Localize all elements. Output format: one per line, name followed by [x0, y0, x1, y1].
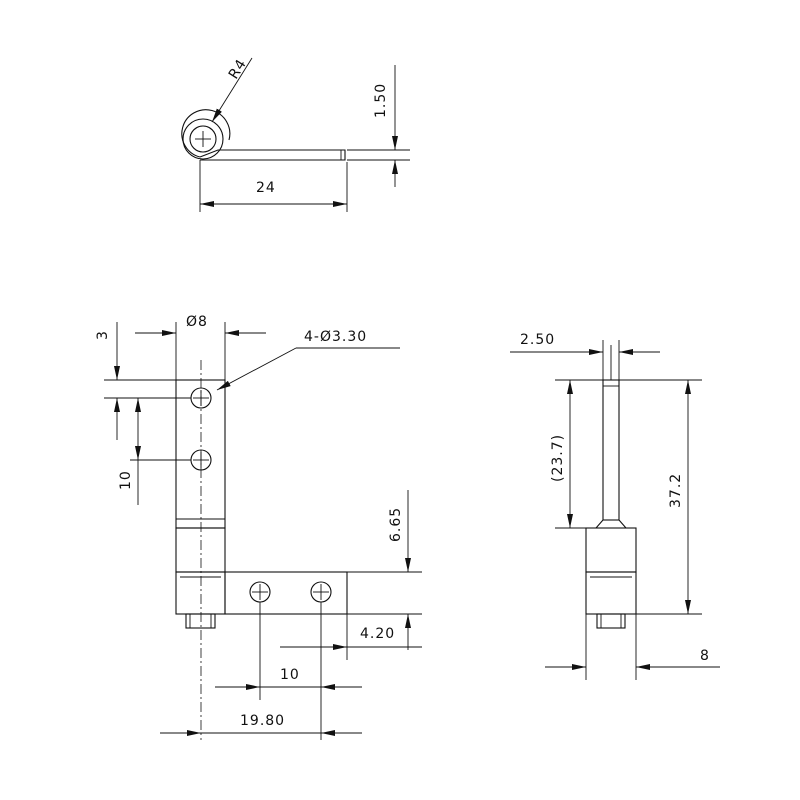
side-body — [585, 527, 637, 573]
body-width-label: 8 — [700, 648, 710, 664]
side-view: 2.50 (23.7) 37.2 8 — [510, 332, 720, 680]
vertical-leaf — [175, 379, 226, 529]
pin-stub — [185, 613, 216, 629]
leaf-height-label: 6.65 — [388, 507, 404, 542]
pin-stub-label: 4.20 — [360, 626, 395, 642]
leaf-offset-label: 19.80 — [240, 713, 285, 729]
leaf-thickness-label: 2.50 — [520, 332, 555, 348]
side-leaf — [602, 379, 620, 521]
radius-label: R4 — [226, 56, 251, 82]
thickness-label: 1.50 — [373, 83, 389, 118]
pin-circle — [189, 125, 217, 153]
top-offset-label: 3 — [95, 330, 111, 340]
knuckle-outline — [181, 109, 231, 158]
vertical-pitch-label: 10 — [118, 470, 134, 490]
front-view: Ø8 4-Ø3.30 3 10 6.65 4.20 10 — [95, 314, 422, 740]
pin-diameter-label: Ø8 — [186, 314, 208, 330]
knuckle-body — [175, 527, 226, 573]
hole — [249, 581, 271, 603]
hole — [190, 387, 212, 409]
holes-label: 4-Ø3.30 — [304, 329, 367, 345]
radius-leader — [211, 57, 253, 123]
leaf-outline — [199, 149, 346, 161]
horizontal-leaf — [224, 571, 348, 615]
overall-height-label: 37.2 — [668, 473, 684, 508]
top-view: R4 1.50 24 — [181, 56, 410, 212]
knuckle-inner-circle — [182, 118, 224, 160]
horizontal-pitch-label: 10 — [280, 667, 300, 683]
hole — [310, 581, 332, 603]
hole — [190, 449, 212, 471]
side-pin-stub — [596, 613, 626, 629]
leaf-length-ref-label: (23.7) — [550, 434, 566, 482]
leaf-length-label: 24 — [256, 180, 276, 196]
